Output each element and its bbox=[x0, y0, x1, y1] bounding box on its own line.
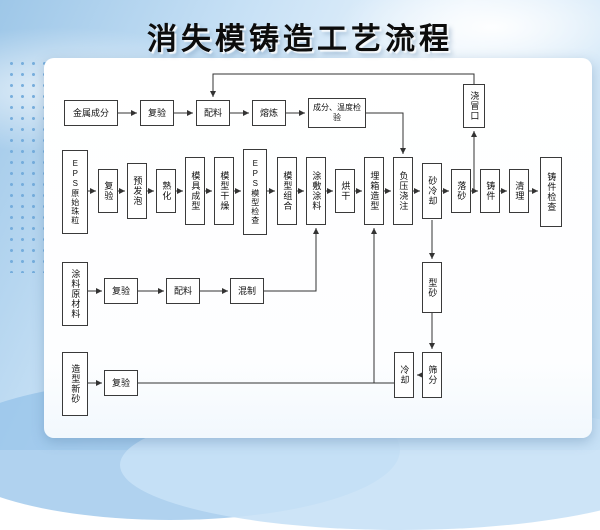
node-mold-forming: 模具成型 bbox=[185, 157, 205, 225]
node-drying: 烘干 bbox=[335, 169, 355, 213]
node-batching-metal: 配料 bbox=[196, 100, 230, 126]
node-recheck-sand: 复验 bbox=[104, 370, 138, 396]
page-title: 消失模铸造工艺流程 bbox=[147, 23, 453, 56]
node-box-molding: 埋箱造型 bbox=[364, 157, 384, 225]
node-pattern-assembly: 模型组合 bbox=[277, 157, 297, 225]
node-coating-raw-material: 涂料原材料 bbox=[62, 262, 88, 326]
node-screening: 筛分 bbox=[422, 352, 442, 398]
node-recheck-metal: 复验 bbox=[140, 100, 174, 126]
halftone-dots-decoration bbox=[6, 58, 48, 273]
node-pattern-drying: 模型干燥 bbox=[214, 157, 234, 225]
node-eps-pattern-check: EPS模型检查 bbox=[243, 149, 267, 235]
node-mixing: 混制 bbox=[230, 278, 264, 304]
node-prefoaming: 预发泡 bbox=[127, 163, 147, 219]
node-composition-temperature-check: 成分、温度检验 bbox=[308, 98, 366, 128]
node-eps-beads: EPS原始珠粒 bbox=[62, 150, 88, 234]
node-casting: 铸件 bbox=[480, 169, 500, 213]
node-riser: 浇冒口 bbox=[463, 84, 485, 128]
node-batching-coating: 配料 bbox=[166, 278, 200, 304]
node-recheck-coating: 复验 bbox=[104, 278, 138, 304]
node-melting: 熔炼 bbox=[252, 100, 286, 126]
node-cleaning: 清理 bbox=[509, 169, 529, 213]
node-molding-sand: 型砂 bbox=[422, 262, 442, 313]
node-casting-inspection: 铸件检查 bbox=[540, 157, 562, 227]
node-vacuum-pouring: 负压浇注 bbox=[393, 157, 413, 225]
node-curing: 熟化 bbox=[156, 169, 176, 213]
node-cooling: 冷却 bbox=[394, 352, 414, 398]
node-new-molding-sand: 造型新砂 bbox=[62, 352, 88, 416]
node-sand-cooling: 砂冷却 bbox=[422, 163, 442, 219]
node-shakeout: 落砂 bbox=[451, 169, 471, 213]
node-coating-application: 涂敷涂料 bbox=[306, 157, 326, 225]
node-recheck-eps: 复验 bbox=[98, 169, 118, 213]
node-metal-composition: 金属成分 bbox=[64, 100, 118, 126]
